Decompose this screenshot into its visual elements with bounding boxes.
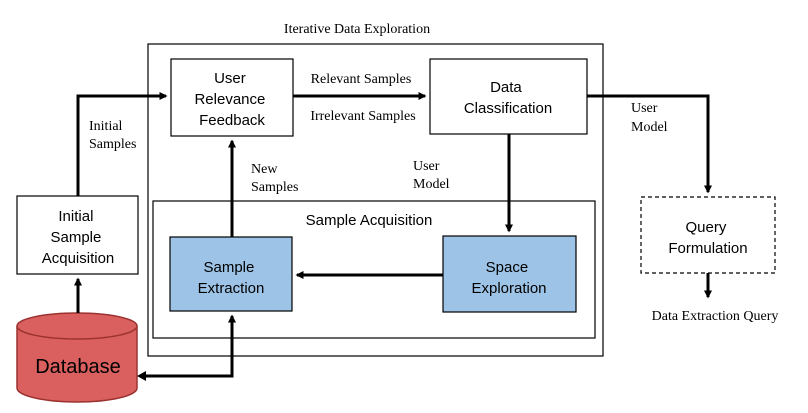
user-model-outer-label: User Model — [631, 101, 668, 135]
sample-acquisition-title: Sample Acquisition — [306, 212, 433, 229]
iterative-data-exploration-frame — [147, 43, 604, 357]
user-model-inner-label: User Model — [413, 159, 450, 192]
irrelevant-samples-label: Irrelevant Samples — [310, 109, 415, 124]
database-label: Database — [35, 356, 121, 378]
iterative-data-exploration-title: Iterative Data Exploration — [284, 22, 430, 37]
initial-sample-acquisition-box — [16, 195, 139, 275]
database-cylinder — [16, 312, 138, 403]
space-exploration-box — [442, 235, 577, 313]
user-relevance-feedback-box — [170, 58, 294, 137]
sample-extraction-box — [169, 236, 293, 312]
query-formulation-label: Query Formulation — [668, 219, 747, 257]
edge-initial-to-feedback — [76, 92, 168, 196]
edge-database-extraction-arrowhead — [137, 371, 146, 381]
initial-sample-acquisition-label: Initial Sample Acquisition — [42, 208, 115, 267]
sample-acquisition-frame — [152, 200, 596, 339]
data-classification-box — [429, 58, 588, 135]
edge-classification-to-query — [587, 94, 712, 194]
data-extraction-query-label: Data Extraction Query — [652, 309, 779, 324]
new-samples-label: New Samples — [251, 162, 298, 195]
initial-samples-label: Initial Samples — [89, 119, 136, 152]
sample-extraction-label: Sample Extraction — [198, 259, 265, 297]
user-relevance-feedback-label: User Relevance Feedback — [194, 70, 269, 129]
relevant-samples-label: Relevant Samples — [311, 72, 412, 87]
query-formulation-box — [640, 196, 776, 274]
space-exploration-label: Space Exploration — [471, 259, 546, 297]
edge-database-extraction — [143, 314, 236, 378]
data-classification-label: Data Classification — [464, 79, 552, 117]
